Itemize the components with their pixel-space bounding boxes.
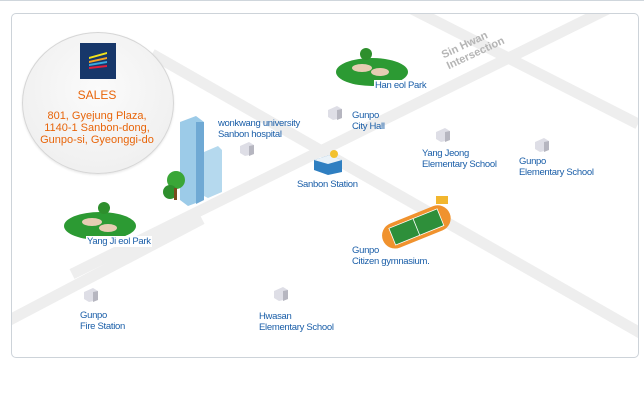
road-lower-left xyxy=(12,214,205,325)
label-line: Gunpo xyxy=(352,245,380,256)
label-line: Gunpo xyxy=(519,156,547,167)
address-line: 1140-1 Sanbon-dong, xyxy=(44,122,150,134)
label-line: Elementary School xyxy=(259,322,334,333)
school-icon xyxy=(274,287,288,301)
label-line: City Hall xyxy=(352,121,385,132)
road-cross xyxy=(69,14,610,279)
stadium-icon xyxy=(382,196,451,249)
han-park-label: Han eol Park xyxy=(374,80,428,91)
hospital-label: wonkwang university Sanbon hospital xyxy=(218,118,300,140)
city-hall-label: Gunpo City Hall xyxy=(352,110,385,132)
label-line: Gunpo xyxy=(80,310,108,321)
office-title: SALES xyxy=(77,88,117,102)
label-line: Sanbon hospital xyxy=(218,129,282,140)
office-address: 801, Gyejung Plaza, 1140-1 Sanbon-dong, … xyxy=(12,110,182,146)
address-line: 801, Gyejung Plaza, xyxy=(47,110,147,122)
road-main-diagonal xyxy=(149,49,638,339)
hwasan-school-label: Hwasan Elementary School xyxy=(259,311,334,333)
school-icon xyxy=(535,138,549,152)
fire-station-icon xyxy=(84,288,98,302)
address-line: Gunpo-si, Gyeonggi-do xyxy=(40,134,154,146)
label-line: Yang Jeong xyxy=(422,148,470,159)
fire-station-label: Gunpo Fire Station xyxy=(80,310,125,332)
park-icon xyxy=(64,202,136,240)
hospital-building-icon xyxy=(240,142,254,156)
label-line: Fire Station xyxy=(80,321,125,332)
road-top-right xyxy=(409,14,638,129)
company-logo-icon xyxy=(80,43,116,79)
park-icon xyxy=(336,48,408,86)
label-line: wonkwang university xyxy=(218,118,300,129)
gymnasium-label: Gunpo Citizen gymnasium. xyxy=(352,245,430,267)
label-line: Elementary School xyxy=(422,159,497,170)
location-map: Sin Hwan Intersection SALES 801, Gyejung… xyxy=(11,13,639,358)
subway-station-icon xyxy=(314,150,342,175)
label-line: Gunpo xyxy=(352,110,380,121)
city-hall-icon xyxy=(328,106,342,120)
office-building-icon xyxy=(163,116,222,206)
label-line: Elementary School xyxy=(519,167,594,178)
gunpo-school-label: Gunpo Elementary School xyxy=(519,156,594,178)
roads xyxy=(12,14,638,339)
yang-ji-park-label: Yang Ji eol Park xyxy=(86,236,152,247)
label-line: Hwasan xyxy=(259,311,292,322)
yang-jeong-school-label: Yang Jeong Elementary School xyxy=(422,148,497,170)
school-icon xyxy=(436,128,450,142)
label-line: Citizen gymnasium. xyxy=(352,256,430,267)
top-divider xyxy=(0,0,644,1)
station-label: Sanbon Station xyxy=(297,179,358,190)
